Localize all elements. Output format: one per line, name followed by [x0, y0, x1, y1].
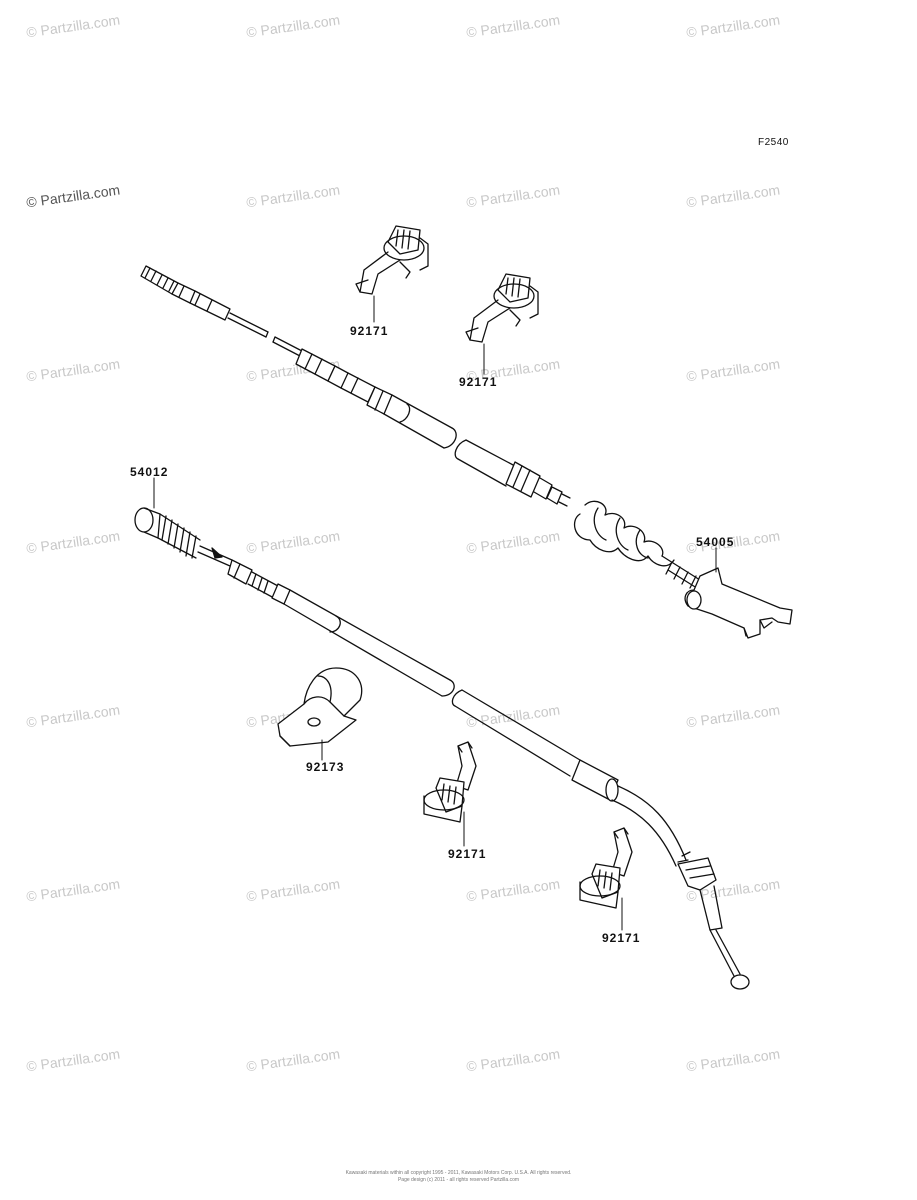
part-label-92171-c: 92171 — [448, 847, 487, 861]
lower-cable-54012 — [134, 507, 750, 990]
clamp-92171-c — [423, 741, 477, 823]
clamp-92171-d — [579, 827, 633, 909]
part-label-54005: 54005 — [696, 535, 735, 549]
copyright-line-1: Kawasaki materials within all copyright … — [345, 1170, 572, 1176]
part-label-92171-b: 92171 — [459, 375, 498, 389]
upper-cable-54005 — [140, 265, 793, 639]
clamp-92171-b — [465, 273, 539, 343]
clamp-92171-a — [355, 225, 429, 295]
part-label-92171-d: 92171 — [602, 931, 641, 945]
figure-id: F2540 — [758, 137, 789, 148]
part-label-92171-a: 92171 — [350, 324, 389, 338]
leader-lines — [153, 295, 717, 931]
copyright-line-2: Page design (c) 2011 - all rights reserv… — [397, 1177, 520, 1183]
part-label-92173: 92173 — [306, 760, 345, 774]
clamp-92173 — [277, 667, 363, 747]
part-label-54012: 54012 — [130, 465, 169, 479]
